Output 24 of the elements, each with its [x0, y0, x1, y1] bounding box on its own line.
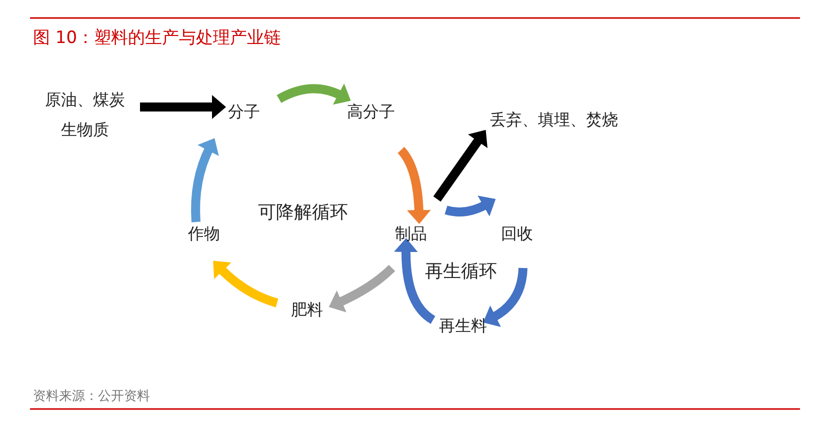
arrow — [140, 95, 226, 119]
cycle-label: 再生循环 — [425, 262, 497, 282]
arrow — [276, 83, 351, 106]
arrow — [483, 268, 528, 327]
source-label: 生物质 — [60, 119, 110, 141]
source-note: 资料来源：公开资料 — [33, 388, 150, 406]
arrow — [433, 130, 488, 202]
stage-label: 再生料 — [439, 316, 487, 336]
stage-label: 丢弃、填埋、焚烧 — [490, 110, 618, 130]
arrow — [212, 260, 278, 308]
stage-label: 肥料 — [291, 300, 323, 320]
stage-label: 分子 — [228, 102, 260, 122]
stage-label: 制品 — [395, 224, 427, 244]
figure-title: 图 10：塑料的生产与处理产业链 — [33, 28, 282, 48]
arrow — [191, 138, 220, 222]
arrow — [444, 195, 496, 216]
arrow — [328, 264, 396, 312]
arrow — [398, 147, 431, 224]
stage-label: 回收 — [501, 224, 533, 244]
arrow — [394, 238, 436, 324]
stage-label: 作物 — [188, 224, 220, 244]
cycle-label: 可降解循环 — [258, 203, 348, 223]
source-label: 原油、煤炭 — [45, 89, 125, 111]
stage-label: 高分子 — [347, 102, 395, 122]
